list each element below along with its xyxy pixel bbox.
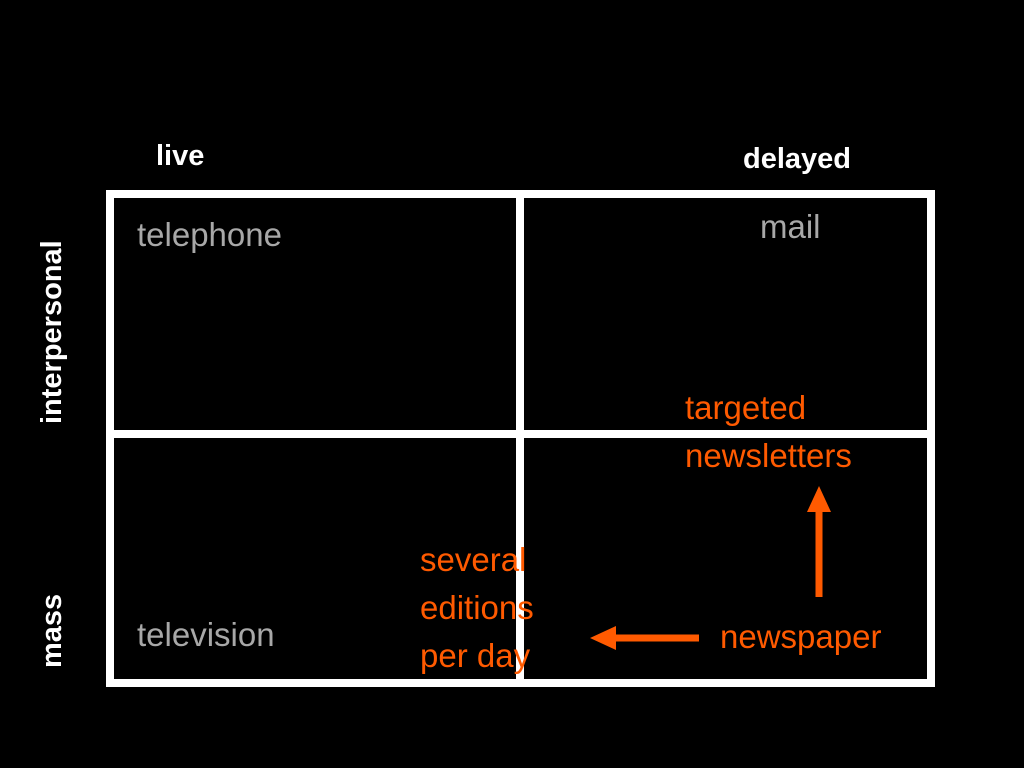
grid-divider-horizontal: [106, 430, 935, 438]
cell-television: television: [137, 616, 275, 653]
arrow-up-icon: [807, 486, 831, 597]
note-several-editions: several editions per day: [420, 541, 534, 674]
column-label-live: live: [156, 140, 205, 172]
cell-telephone: telephone: [137, 216, 282, 253]
column-label-delayed: delayed: [743, 143, 851, 175]
grid-border-right: [927, 190, 935, 687]
grid-border-left: [106, 190, 114, 687]
cell-newspaper: newspaper: [720, 618, 882, 655]
note-targeted-newsletters: targeted newsletters: [685, 389, 852, 474]
arrow-left-icon: [590, 626, 699, 650]
cell-mail: mail: [760, 208, 821, 245]
grid-divider-vertical: [516, 190, 524, 687]
